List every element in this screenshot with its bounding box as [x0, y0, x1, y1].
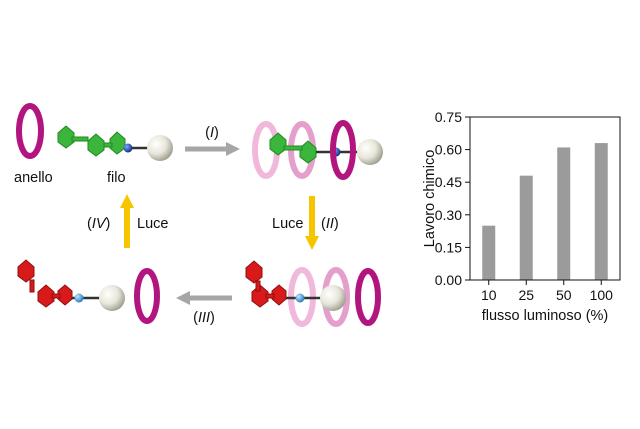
label-ring: anello	[14, 170, 53, 186]
green-azobenzene-unit	[269, 132, 317, 164]
stopper-ball	[320, 285, 346, 311]
y-tick-label: 0.30	[435, 207, 462, 223]
state-2	[252, 120, 383, 180]
stopper-ball	[147, 135, 173, 161]
step-label-1: (I)	[205, 125, 219, 141]
stopper-ball	[357, 139, 383, 165]
bars	[482, 143, 608, 280]
y-tick-label: 0.45	[435, 174, 462, 190]
arrow-step-3: (III)	[176, 291, 232, 326]
y-tick-label: 0.75	[435, 109, 462, 125]
bar-50	[557, 147, 571, 280]
stopper-ball	[99, 285, 125, 311]
y-axis-ticks: 0.00 0.15 0.30 0.45 0.60 0.75	[435, 109, 470, 288]
ring-threaded	[355, 268, 381, 326]
step-label-3: (III)	[193, 310, 215, 326]
cyan-atom	[295, 293, 305, 303]
plot-frame	[469, 116, 621, 281]
ring-free	[16, 103, 44, 159]
ring-threaded	[330, 120, 356, 180]
bar-100	[594, 143, 608, 280]
blue-atom	[123, 143, 133, 153]
red-azobenzene-unit	[245, 260, 287, 308]
y-tick-label: 0.15	[435, 239, 462, 255]
light-label-left: Luce	[137, 216, 168, 232]
x-tick-label: 25	[518, 287, 534, 303]
arrow-step-4: (IV) Luce	[87, 194, 168, 248]
y-axis-label: Lavoro chimico	[422, 150, 438, 248]
arrow-step-2: Luce (II)	[272, 196, 339, 250]
x-axis-label: flusso luminoso (%)	[482, 308, 609, 324]
ring-free	[134, 268, 160, 324]
bar-chart: 0.00 0.15 0.30 0.45 0.60 0.75 10 25 50 100 Lavor…	[422, 109, 621, 324]
step-label-2: (II)	[321, 216, 339, 232]
bar-25	[519, 175, 533, 280]
bar-10	[482, 225, 496, 280]
x-tick-label: 50	[556, 287, 572, 303]
cyan-atom	[74, 293, 84, 303]
light-label-right: Luce	[272, 216, 303, 232]
x-tick-label: 10	[481, 287, 497, 303]
state-3	[245, 260, 381, 327]
step-label-4: (IV)	[87, 216, 110, 232]
arrow-step-1: (I)	[185, 125, 240, 156]
green-azobenzene-unit	[57, 125, 126, 157]
y-tick-label: 0.00	[435, 272, 462, 288]
y-tick-label: 0.60	[435, 142, 462, 158]
state-4	[17, 259, 160, 324]
state-1: anello filo	[14, 103, 173, 186]
x-tick-label: 100	[590, 287, 614, 303]
label-thread: filo	[107, 170, 126, 186]
red-azobenzene-unit	[17, 259, 73, 308]
x-axis-ticks: 10 25 50 100	[481, 280, 613, 303]
